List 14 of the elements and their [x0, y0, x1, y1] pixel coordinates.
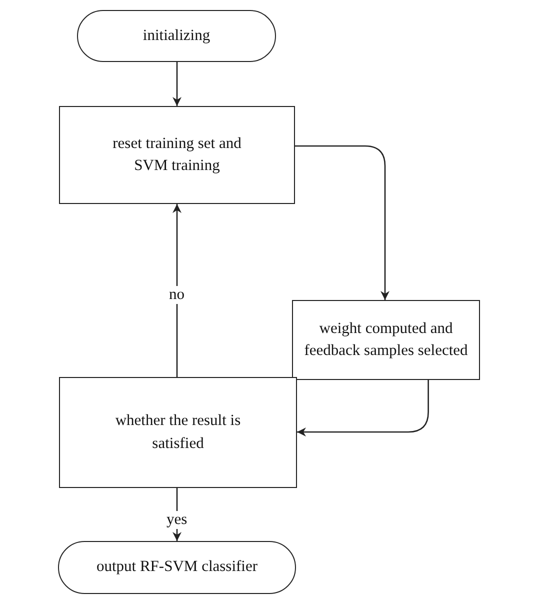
process-box: [59, 106, 295, 204]
node-text: initializing: [142, 26, 210, 46]
process-box: [292, 300, 480, 380]
node-text: weight computed and feedback samples selected: [303, 318, 469, 361]
arrow: [295, 145, 390, 300]
arrow: [172, 204, 182, 377]
arrow: [172, 62, 182, 106]
terminal-shape: [58, 541, 296, 594]
arrow: [297, 380, 429, 436]
node-text: whether the result is satisfied: [114, 411, 242, 454]
process-box: [59, 377, 297, 488]
node-text: reset training set and SVM training: [112, 134, 242, 176]
terminal-shape: [77, 10, 276, 62]
node-text: output RF-SVM classifier: [96, 557, 258, 578]
